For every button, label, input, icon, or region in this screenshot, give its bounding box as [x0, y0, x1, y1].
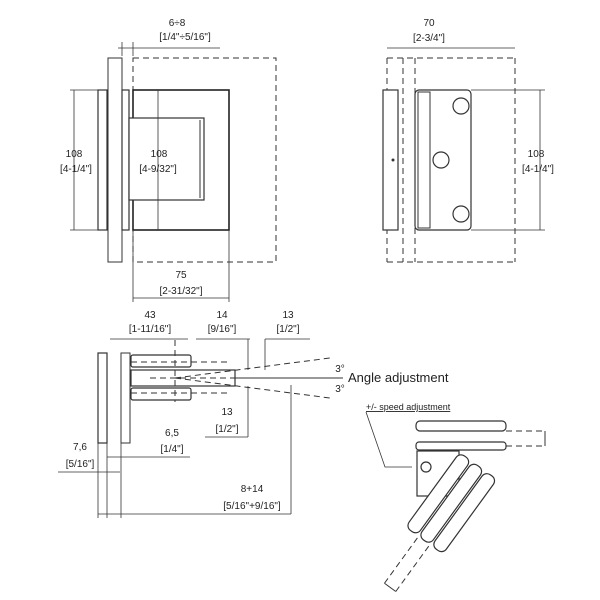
section-view: 43 [1-11/16"] 14 [9/16"] 13 [1/2"] 13 [1…	[58, 310, 449, 518]
back-plate	[121, 89, 130, 231]
gap-dimension: 6÷8	[169, 18, 186, 29]
dim-43-inch: [1-11/16"]	[129, 324, 172, 335]
side-height-dimension-inch: [4-1/4"]	[522, 164, 554, 175]
width-dimension-inch: [2-31/32"]	[159, 286, 202, 297]
screw-hole	[452, 97, 470, 115]
screw-hole	[432, 151, 450, 169]
dim-13-top-inch: [1/2"]	[276, 324, 299, 335]
dim-8-14-inch: [5/16"+9/16"]	[223, 501, 281, 512]
speed-adjustment-screw	[420, 461, 432, 473]
dim-14-inch: [9/16"]	[208, 324, 237, 335]
height-left-dimension: 108	[66, 149, 83, 160]
side-width-dimension-inch: [2-3/4"]	[413, 33, 445, 44]
side-view: 70 [2-3/4"] 108 [4-1/4"]	[382, 18, 554, 263]
wall-plate	[97, 89, 108, 231]
angle-up-label: 3°	[335, 364, 345, 375]
dim-8-14: 8+14	[241, 484, 264, 495]
detail-view: +/- speed adjustment	[365, 402, 546, 592]
height-left-dimension-inch: [4-1/4"]	[60, 164, 92, 175]
width-dimension: 75	[175, 270, 187, 281]
dim-76-inch: [5/16"]	[66, 459, 95, 470]
dim-65: 6,5	[165, 428, 179, 439]
hinge-body	[128, 117, 205, 201]
dim-13-top: 13	[282, 310, 294, 321]
gap-dimension-inch: [1/4"÷5/16"]	[159, 32, 211, 43]
section-wall-plate	[97, 352, 108, 444]
speed-adjustment-label: +/- speed adjustment	[366, 402, 451, 412]
side-height-dimension: 108	[528, 149, 545, 160]
dim-13-bottom-inch: [1/2"]	[215, 424, 238, 435]
dim-43: 43	[144, 310, 156, 321]
wall-panel	[107, 57, 123, 263]
dim-13-bottom: 13	[221, 407, 233, 418]
front-view: 6÷8 [1/4"÷5/16"] 108 [4-1/4"] 108 [4-9/3…	[60, 18, 277, 302]
height-inner-dimension: 108	[151, 149, 168, 160]
angle-adjustment-label: Angle adjustment	[348, 370, 449, 385]
dim-14: 14	[216, 310, 228, 321]
screw-hole	[452, 205, 470, 223]
height-inner-dimension-inch: [4-9/32"]	[139, 164, 177, 175]
side-width-dimension: 70	[423, 18, 435, 29]
side-wall-plate	[382, 89, 399, 231]
angle-down-label: 3°	[335, 384, 345, 395]
dim-65-inch: [1/4"]	[160, 444, 183, 455]
dim-76: 7,6	[73, 442, 87, 453]
